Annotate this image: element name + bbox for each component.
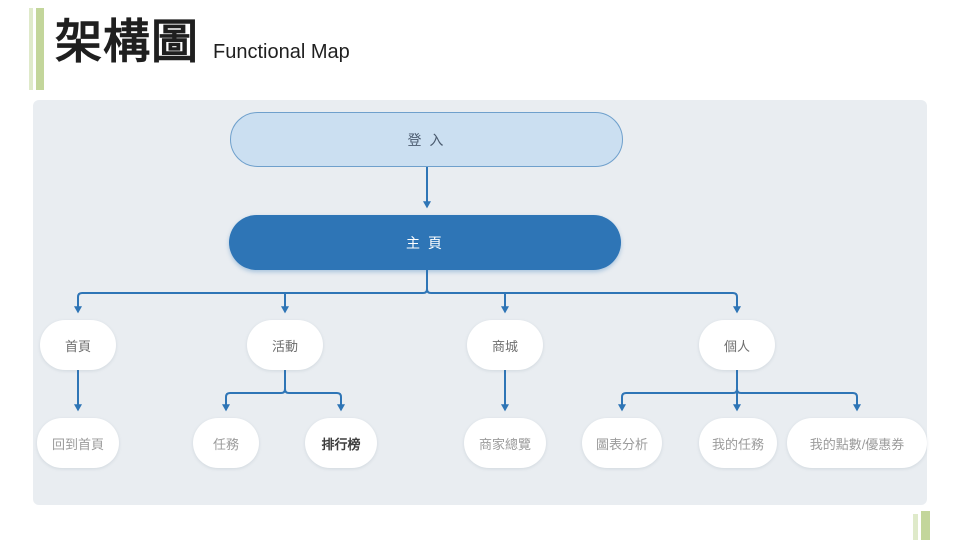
connector-layer (74, 166, 861, 412)
connector-personal-coupons (736, 388, 861, 412)
connector-activity-tasks (222, 369, 286, 412)
node-my-points-coupons: 我的點數/優惠券 (787, 418, 927, 468)
node-homepage: 首頁 (40, 320, 116, 370)
node-mall: 商城 (467, 320, 543, 370)
connector-personal-chart (618, 369, 738, 412)
page-subtitle: Functional Map (213, 41, 350, 63)
node-activity: 活動 (247, 320, 323, 370)
node-leaderboard: 排行榜 (305, 418, 377, 468)
accent-bar-bottom-light (913, 514, 918, 540)
slide-header: 架構圖 Functional Map (55, 10, 350, 73)
accent-bar-top-dark (36, 8, 44, 90)
page-title: 架構圖 (55, 15, 199, 68)
accent-bar-top-light (29, 8, 33, 90)
connector-home-homepage (74, 269, 428, 314)
node-login: 登 入 (230, 112, 623, 167)
node-my-tasks: 我的任務 (699, 418, 777, 468)
node-home: 主 頁 (229, 215, 621, 270)
node-personal: 個人 (699, 320, 775, 370)
diagram-panel: 登 入 主 頁 首頁 活動 商城 個人 回到首頁 任務 排行榜 商家總覽 圖表分… (33, 100, 927, 505)
node-tasks: 任務 (193, 418, 259, 468)
connector-activity-leaderboard (284, 388, 345, 412)
node-merchant-overview: 商家總覽 (464, 418, 546, 468)
accent-bar-bottom-dark (921, 511, 930, 540)
node-chart-analysis: 圖表分析 (582, 418, 662, 468)
connector-home-personal (426, 288, 741, 314)
node-back-to-home: 回到首頁 (37, 418, 119, 468)
